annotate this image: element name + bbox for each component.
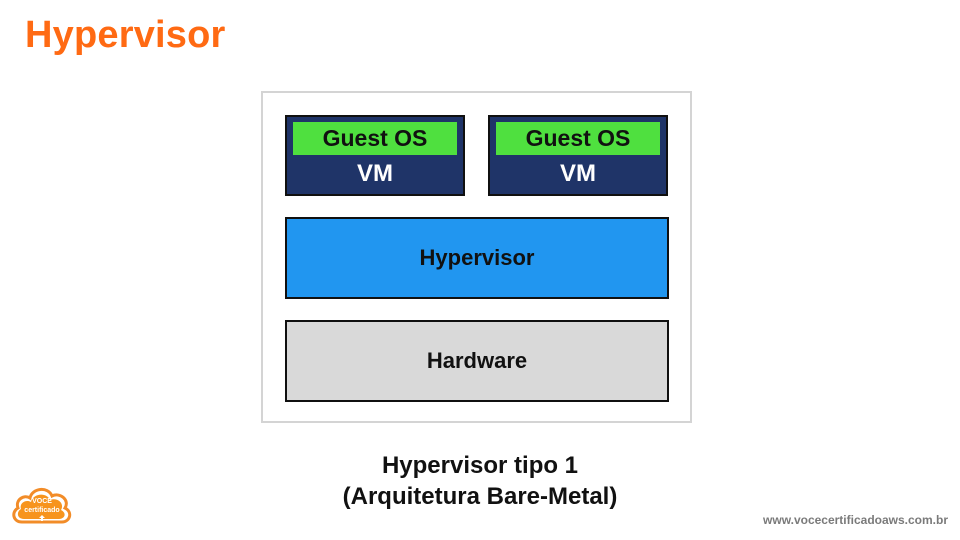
logo-text-top: VOCÊ: [32, 496, 52, 505]
vm-box-2: Guest OS VM: [488, 115, 668, 196]
hypervisor-layer: Hypervisor: [285, 217, 669, 299]
vm-box-1: Guest OS VM: [285, 115, 465, 196]
website-url: www.vocecertificadoaws.com.br: [763, 513, 948, 527]
caption-line-2: (Arquitetura Bare-Metal): [342, 483, 618, 510]
hardware-layer: Hardware: [285, 320, 669, 402]
cloud-logo-icon: VOCÊ certificado: [12, 488, 72, 524]
diagram-caption: Hypervisor tipo 1 (Arquitetura Bare-Meta…: [280, 450, 680, 512]
guest-os-box-2: Guest OS: [496, 122, 660, 155]
vm-label-1: VM: [357, 160, 393, 187]
vm-label-2: VM: [560, 160, 596, 187]
logo-text-bottom: certificado: [24, 507, 59, 514]
caption-line-1: Hypervisor tipo 1: [381, 452, 579, 479]
guest-os-box-1: Guest OS: [293, 122, 457, 155]
upload-arrow-icon: [39, 515, 45, 521]
page-title: Hypervisor: [25, 14, 226, 56]
hypervisor-diagram: Guest OS VM Guest OS VM Hypervisor Hardw…: [261, 91, 692, 423]
